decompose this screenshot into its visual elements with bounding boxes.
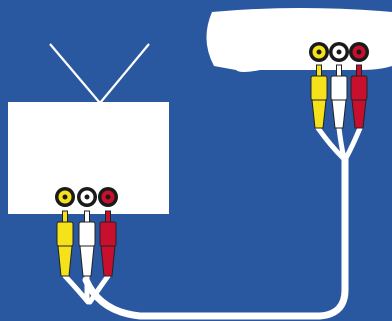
jack-audio-left-icon	[77, 187, 97, 207]
connecting-cable	[82, 154, 349, 320]
tv-plug-audio-left-icon	[78, 210, 96, 277]
player-jack-video-icon	[309, 42, 329, 62]
tv-antenna-left	[49, 43, 101, 104]
player-jack-audio-left-icon	[329, 42, 349, 62]
player-jack-audio-right-icon	[349, 42, 369, 62]
player-plug-audio-left-icon	[330, 64, 348, 129]
player-body	[206, 8, 392, 72]
tv-plug-audio-right-icon	[99, 210, 117, 277]
player-plug-video-icon	[310, 64, 328, 129]
jack-video-icon	[55, 187, 75, 207]
media-player-icon	[206, 8, 392, 72]
player-jack-panel	[309, 42, 369, 62]
tv-antenna-right	[99, 43, 150, 104]
jack-audio-right-icon	[98, 187, 118, 207]
tv-plug-cables	[62, 273, 111, 305]
tv-plug-video-icon	[56, 210, 74, 277]
player-plug-cables	[315, 125, 363, 161]
tv-jack-panel	[55, 187, 118, 207]
player-plug-audio-right-icon	[350, 64, 368, 129]
